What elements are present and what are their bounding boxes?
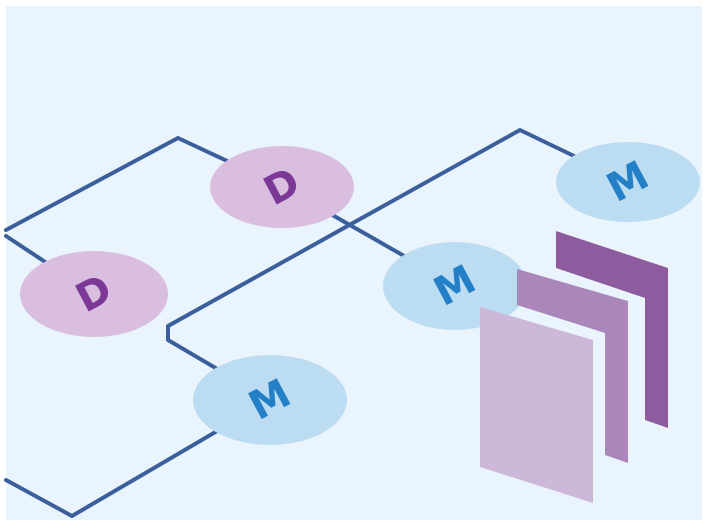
page-back [556, 231, 668, 428]
node-m-top-right: M [556, 142, 700, 222]
stacked-pages-icon [480, 231, 668, 503]
page-front [480, 307, 593, 503]
connector-bottom-edge-to-bottom-m [4, 398, 272, 518]
node-d-left: D [20, 251, 168, 337]
node-m-middle: M [383, 242, 527, 330]
connector-bottom-m-to-top-right-m [166, 128, 630, 402]
page-middle [517, 269, 628, 463]
node-m-bottom: M [193, 355, 347, 445]
node-d-top: D [210, 146, 354, 228]
